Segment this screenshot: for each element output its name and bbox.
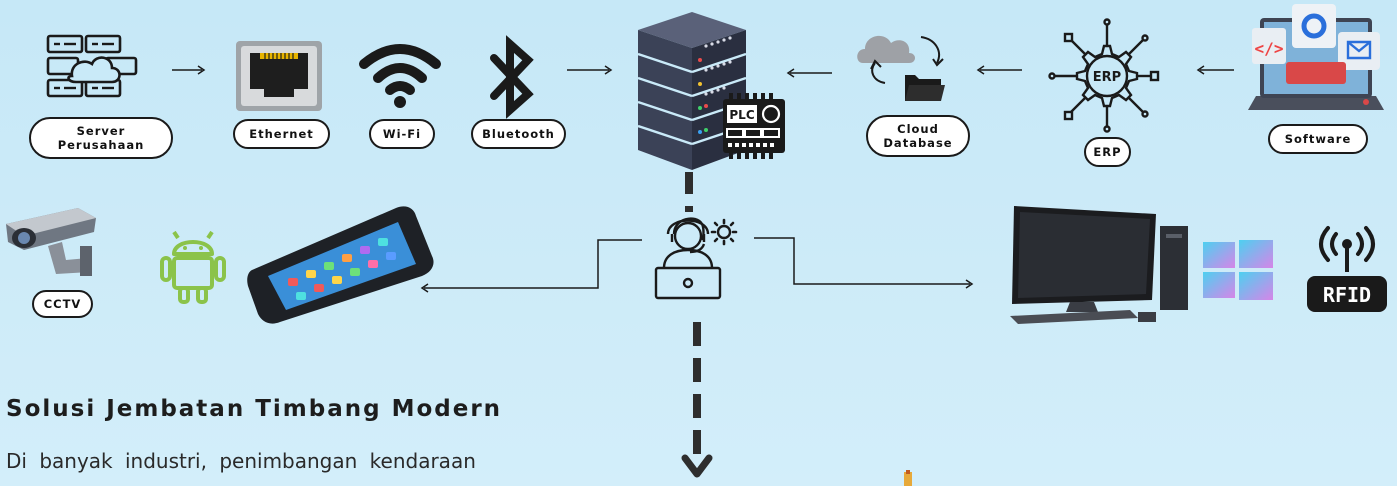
- windows-logo-icon: [1203, 240, 1273, 300]
- rfid-icon: RFID: [1307, 226, 1387, 312]
- android-icon: [160, 230, 226, 304]
- wifi-icon: [359, 44, 441, 108]
- server-rack-icon: [637, 12, 747, 170]
- dashed-connector-bottom: [681, 322, 713, 478]
- ethernet-port-icon: [236, 41, 322, 111]
- erp-badge-text: ERP: [1093, 70, 1121, 85]
- connector-right: [754, 237, 974, 289]
- bluetooth-icon: [490, 35, 534, 119]
- software-laptop-icon: </>: [1248, 4, 1384, 110]
- bluetooth-label: Bluetooth: [471, 119, 566, 149]
- plc-chip-icon: PLC: [723, 93, 785, 159]
- ethernet-label: Ethernet: [233, 119, 330, 149]
- section-heading: Solusi Jembatan Timbang Modern: [6, 396, 503, 422]
- rfid-text: RFID: [1323, 283, 1371, 307]
- cloud-database-label: Cloud Database: [866, 115, 970, 157]
- software-label: Software: [1268, 124, 1368, 154]
- arrow-left-3: [1196, 65, 1234, 75]
- dashed-connector-top: [685, 172, 693, 212]
- plc-text: PLC: [729, 108, 754, 122]
- erp-label: ERP: [1084, 137, 1131, 167]
- wifi-label: Wi-Fi: [369, 119, 435, 149]
- company-server-icon: [46, 34, 138, 98]
- erp-gear-icon: ERP: [1048, 18, 1160, 133]
- arrow-right-2: [567, 65, 613, 75]
- intro-paragraph: Di banyak industri, penimbangan kendaraa…: [6, 449, 476, 473]
- operator-icon: [654, 217, 738, 300]
- cctv-label: CCTV: [32, 290, 93, 318]
- cctv-camera-icon: [6, 208, 96, 276]
- svg-text:</>: </>: [1255, 39, 1284, 58]
- desktop-computer-icon: [1010, 206, 1188, 324]
- smartphone-icon: [247, 206, 434, 324]
- server-label: Server Perusahaan: [29, 117, 173, 159]
- small-orange-figure-icon: [904, 470, 912, 486]
- arrow-right-1: [172, 65, 206, 75]
- connector-left: [420, 239, 642, 293]
- arrow-left-2: [976, 65, 1022, 75]
- arrow-left-1: [786, 68, 832, 78]
- cloud-database-icon: [857, 35, 945, 101]
